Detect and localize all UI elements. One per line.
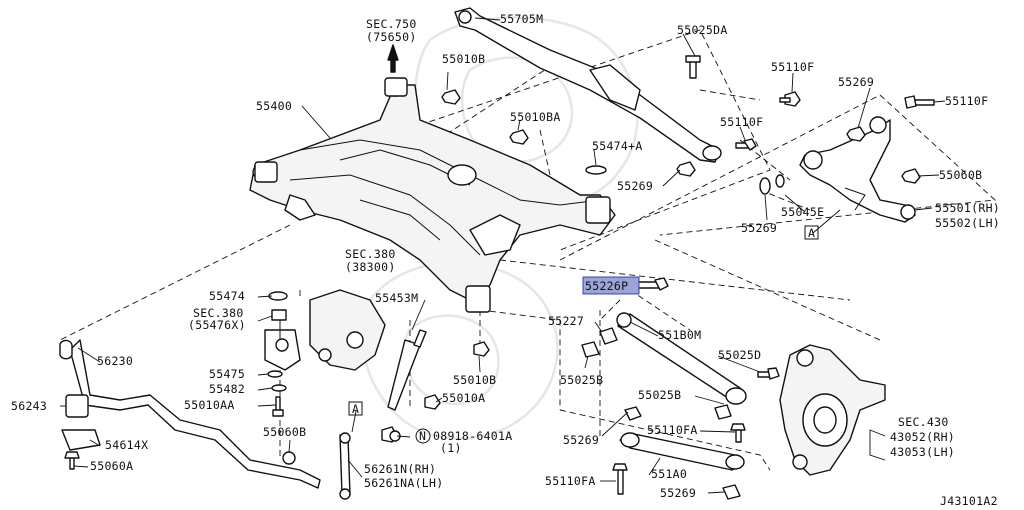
label-54614x[interactable]: 54614X — [105, 438, 148, 452]
label-sec380-ref: (38300) — [345, 260, 396, 274]
rear-suspension-member — [249, 77, 616, 313]
label-55501-rh[interactable]: 55501(RH) — [935, 201, 1000, 215]
label-55010b-top[interactable]: 55010B — [442, 52, 485, 66]
leader-lines — [60, 17, 946, 494]
label-55010b-low[interactable]: 55010B — [453, 373, 496, 387]
label-55010a[interactable]: 55010A — [442, 391, 485, 405]
label-55269-bottom[interactable]: 55269 — [660, 486, 696, 500]
label-55110f-mid[interactable]: 55110F — [720, 115, 763, 129]
lower-link-551a0 — [619, 432, 745, 471]
lower-link-551b0m — [616, 312, 747, 405]
label-nut-n: N — [419, 429, 426, 443]
label-55025d[interactable]: 55025D — [718, 348, 761, 362]
label-55269-mid[interactable]: 55269 — [617, 179, 653, 193]
label-55060b-low[interactable]: 55060B — [263, 425, 306, 439]
label-55010aa[interactable]: 55010AA — [184, 398, 235, 412]
rear-knuckle-43052 — [779, 344, 886, 476]
label-55110fa-a[interactable]: 55110FA — [647, 423, 698, 437]
label-sec750-ref: (75650) — [366, 30, 417, 44]
ref-box-a-left — [348, 401, 363, 416]
label-56261n-rh[interactable]: 56261N(RH) — [364, 462, 436, 476]
fasteners — [64, 44, 935, 500]
label-55010ba[interactable]: 55010BA — [510, 110, 561, 124]
label-55400[interactable]: 55400 — [256, 99, 292, 113]
label-sec380[interactable]: SEC.380 — [345, 247, 396, 261]
shock-absorber — [387, 329, 427, 411]
label-551b0m[interactable]: 551B0M — [658, 328, 701, 342]
label-55045e[interactable]: 55045E — [781, 205, 824, 219]
label-55025da[interactable]: 55025DA — [677, 23, 728, 37]
label-sec380b[interactable]: SEC.380 — [193, 306, 244, 320]
callout-labels: SEC.750 (75650) 55705M 55025DA 55010B 55… — [11, 12, 1000, 508]
label-55705m[interactable]: 55705M — [500, 12, 543, 26]
label-43052-rh[interactable]: 43052(RH) — [890, 430, 955, 444]
label-55025b-b[interactable]: 55025B — [638, 388, 681, 402]
highlight-box-55226p — [582, 276, 640, 295]
label-43053-lh[interactable]: 43053(LH) — [890, 445, 955, 459]
label-ref-a-right: A — [808, 226, 815, 240]
stabilizer-bar-56230 — [59, 339, 351, 500]
label-55226p[interactable]: 55226P — [585, 279, 628, 293]
label-55060b-right[interactable]: 55060B — [939, 168, 982, 182]
label-55060a[interactable]: 55060A — [90, 459, 133, 473]
label-551a0[interactable]: 551A0 — [651, 467, 687, 481]
differential-mount — [264, 289, 386, 371]
label-56261na-lh[interactable]: 56261NA(LH) — [364, 476, 443, 490]
upper-link-55705m — [454, 7, 722, 163]
label-55269-c[interactable]: 55269 — [741, 221, 777, 235]
label-08918-qty: (1) — [440, 441, 462, 455]
label-55475[interactable]: 55475 — [209, 367, 245, 381]
label-08918-6401a[interactable]: 08918-6401A — [433, 429, 512, 443]
label-ref-a-left: A — [352, 402, 359, 416]
label-55269-top[interactable]: 55269 — [838, 75, 874, 89]
upper-arm-55501 — [799, 116, 916, 223]
label-55110fa-b[interactable]: 55110FA — [545, 474, 596, 488]
label-56230[interactable]: 56230 — [97, 354, 133, 368]
label-55269-low[interactable]: 55269 — [563, 433, 599, 447]
label-55227[interactable]: 55227 — [548, 314, 584, 328]
label-55474[interactable]: 55474 — [209, 289, 245, 303]
label-sec380b-ref: (55476X) — [188, 318, 246, 332]
label-56243[interactable]: 56243 — [11, 399, 47, 413]
label-55025b-a[interactable]: 55025B — [560, 373, 603, 387]
label-55474a[interactable]: 55474+A — [592, 139, 643, 153]
label-55502-lh[interactable]: 55502(LH) — [935, 216, 1000, 230]
nut-symbol-circle — [415, 428, 431, 444]
label-sec430[interactable]: SEC.430 — [898, 415, 949, 429]
drawing-id: J43101A2 — [940, 494, 998, 508]
label-55453m[interactable]: 55453M — [375, 291, 418, 305]
ref-box-a-right — [804, 225, 819, 240]
label-55482[interactable]: 55482 — [209, 382, 245, 396]
label-55110f-right[interactable]: 55110F — [945, 94, 988, 108]
label-sec750[interactable]: SEC.750 — [366, 17, 417, 31]
label-55110f-top[interactable]: 55110F — [771, 60, 814, 74]
